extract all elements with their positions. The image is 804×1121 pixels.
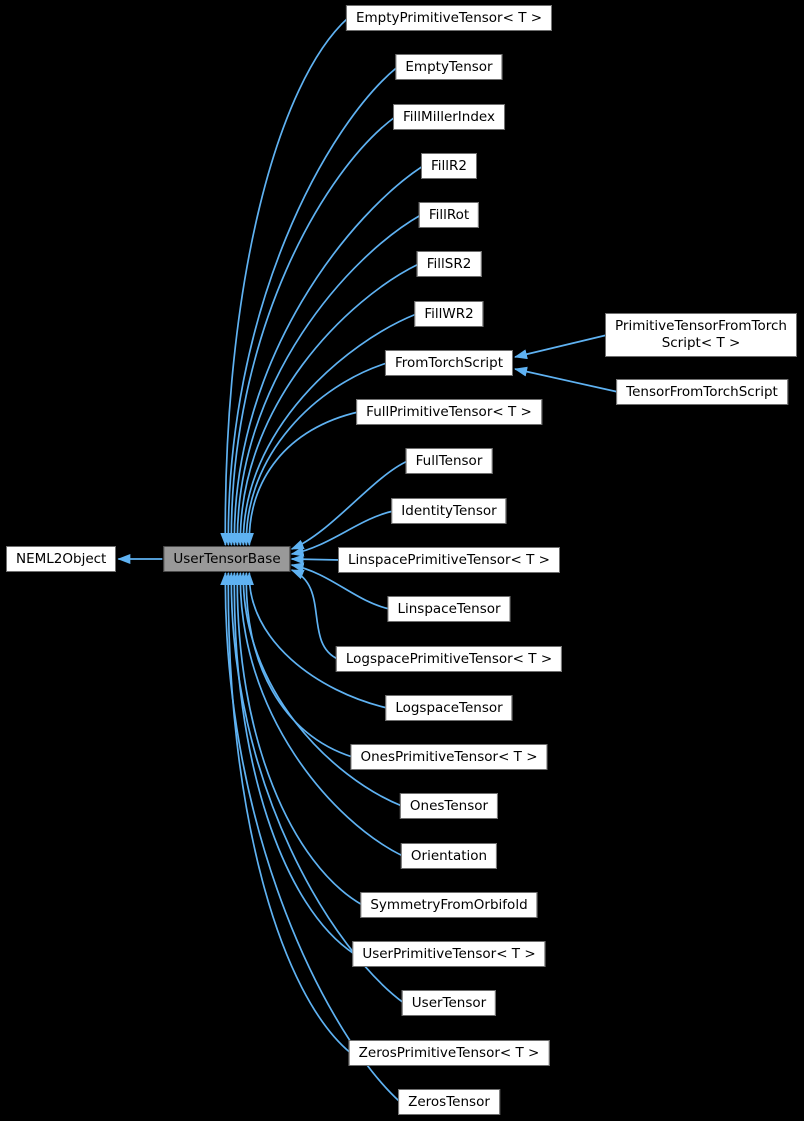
inheritance-arrow — [514, 334, 608, 360]
node-fill-r2[interactable]: FillR2 — [420, 153, 478, 179]
node-ones-tensor[interactable]: OnesTensor — [399, 793, 499, 819]
node-fill-rot[interactable]: FillRot — [418, 202, 480, 228]
inheritance-arrow — [220, 572, 401, 1103]
node-symmetry-from-orbifold[interactable]: SymmetryFromOrbifold — [360, 892, 538, 918]
inheritance-arrow — [514, 366, 619, 393]
node-empty-primitive-tensor[interactable]: EmptyPrimitiveTensor< T > — [345, 5, 553, 31]
inheritance-arrow — [232, 214, 422, 546]
inheritance-arrow — [241, 572, 353, 758]
node-linspace-primitive-tensor[interactable]: LinspacePrimitiveTensor< T > — [338, 547, 560, 573]
node-zeros-primitive-tensor[interactable]: ZerosPrimitiveTensor< T > — [348, 1040, 550, 1066]
node-linspace-tensor[interactable]: LinspaceTensor — [387, 596, 511, 622]
node-identity-tensor[interactable]: IdentityTensor — [391, 498, 507, 524]
node-tensor-from-torch-script[interactable]: TensorFromTorchScript — [616, 379, 788, 405]
node-user-primitive-tensor[interactable]: UserPrimitiveTensor< T > — [352, 941, 546, 967]
node-logspace-primitive-tensor[interactable]: LogspacePrimitiveTensor< T > — [335, 646, 563, 672]
node-orientation[interactable]: Orientation — [400, 843, 498, 869]
node-label-line-2: Script< T > — [661, 335, 741, 351]
inheritance-arrow — [238, 313, 417, 546]
inheritance-arrow — [235, 572, 404, 857]
node-ones-primitive-tensor[interactable]: OnesPrimitiveTensor< T > — [350, 744, 548, 770]
node-fill-sr2[interactable]: FillSR2 — [416, 251, 482, 277]
inheritance-arrow — [220, 17, 349, 546]
node-primitive-tensor-from-torch-script[interactable]: PrimitiveTensorFromTorch Script< T > — [605, 313, 797, 357]
node-user-tensor-base: UserTensorBase — [163, 546, 291, 572]
node-full-tensor[interactable]: FullTensor — [405, 448, 493, 474]
inheritance-arrow — [223, 572, 352, 1054]
node-empty-tensor[interactable]: EmptyTensor — [395, 54, 503, 80]
inheritance-arrow — [244, 572, 388, 709]
inheritance-arrow — [226, 572, 405, 1004]
inheritance-arrow — [243, 411, 359, 546]
inheritance-arrow — [232, 572, 363, 906]
inheritance-arrow — [290, 569, 339, 660]
inheritance-arrow — [229, 165, 424, 546]
node-user-tensor[interactable]: UserTensor — [401, 990, 497, 1016]
node-from-torch-script[interactable]: FromTorchScript — [384, 350, 514, 376]
inheritance-arrow — [238, 572, 403, 807]
inheritance-arrow — [290, 510, 394, 557]
inheritance-arrow — [235, 263, 420, 546]
node-zeros-tensor[interactable]: ZerosTensor — [398, 1089, 500, 1115]
node-neml2object[interactable]: NEML2Object — [6, 546, 117, 572]
inheritance-arrow — [229, 572, 355, 955]
node-full-primitive-tensor[interactable]: FullPrimitiveTensor< T > — [356, 399, 542, 425]
inheritance-arrow — [226, 116, 396, 546]
node-logspace-tensor[interactable]: LogspaceTensor — [385, 695, 513, 721]
inheritance-arrow — [241, 362, 388, 546]
node-fill-wr2[interactable]: FillWR2 — [414, 301, 484, 327]
inheritance-arrow — [223, 66, 398, 546]
node-label-line-1: PrimitiveTensorFromTorch — [615, 318, 787, 334]
node-fill-miller-index[interactable]: FillMillerIndex — [393, 104, 505, 130]
inheritance-arrow — [290, 460, 408, 550]
inheritance-arrow — [290, 554, 341, 565]
inheritance-arrow — [290, 562, 390, 610]
